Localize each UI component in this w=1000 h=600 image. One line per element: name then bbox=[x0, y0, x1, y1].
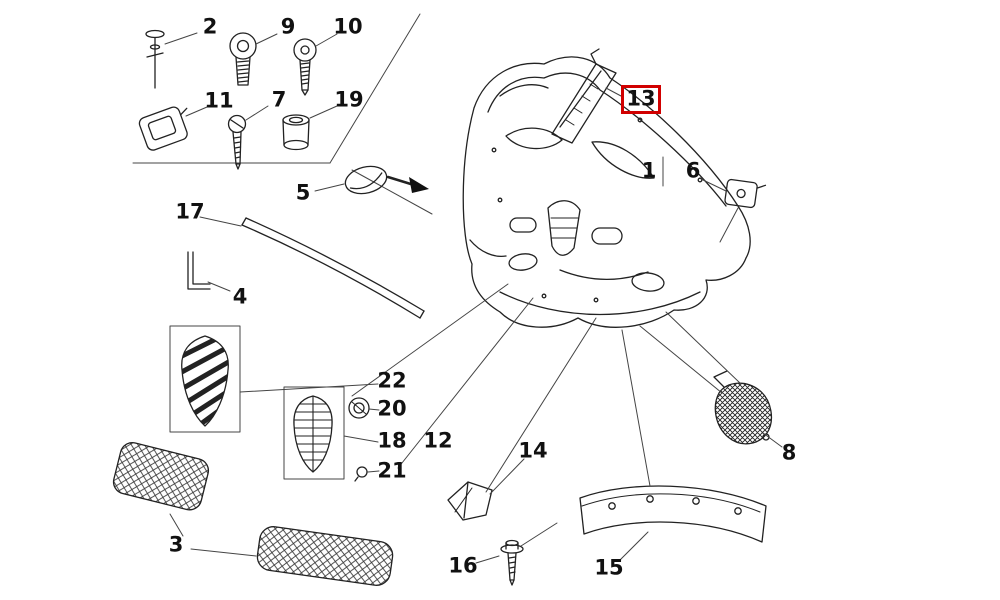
part-13-drawing bbox=[551, 48, 617, 144]
part-17-drawing bbox=[241, 217, 425, 319]
part-2-drawing bbox=[145, 29, 165, 89]
selected-part-highlight bbox=[621, 85, 661, 114]
part-label-13[interactable]: 13 bbox=[626, 86, 656, 111]
part-label-21[interactable]: 21 bbox=[377, 458, 407, 483]
part-label-16[interactable]: 16 bbox=[448, 553, 478, 578]
part-7-drawing bbox=[227, 114, 247, 170]
part-label-20[interactable]: 20 bbox=[377, 396, 407, 421]
part-14-drawing bbox=[447, 481, 493, 521]
part-4-drawing bbox=[187, 251, 211, 290]
part-label-14[interactable]: 14 bbox=[518, 438, 548, 463]
part-label-5[interactable]: 5 bbox=[295, 180, 311, 205]
part-label-11[interactable]: 11 bbox=[204, 88, 234, 113]
leader-lines bbox=[164, 32, 783, 564]
part-19-drawing bbox=[282, 114, 310, 151]
part-label-17[interactable]: 17 bbox=[175, 199, 205, 224]
part-10-drawing bbox=[293, 38, 317, 96]
direction-arrow bbox=[386, 175, 429, 193]
group-frame-lines bbox=[132, 13, 433, 480]
part-11-drawing bbox=[138, 106, 188, 151]
part-6-drawing bbox=[719, 178, 767, 243]
part-label-7[interactable]: 7 bbox=[271, 87, 287, 112]
part-label-6[interactable]: 6 bbox=[685, 158, 701, 183]
part-label-22[interactable]: 22 bbox=[377, 368, 407, 393]
part-20-drawing bbox=[348, 397, 370, 419]
part-15-drawing bbox=[579, 485, 767, 543]
part-label-3[interactable]: 3 bbox=[168, 532, 184, 557]
part-22-drawing bbox=[181, 335, 229, 427]
part-3-drawing bbox=[112, 442, 394, 586]
part-label-19[interactable]: 19 bbox=[334, 87, 364, 112]
part-label-15[interactable]: 15 bbox=[594, 555, 624, 580]
part-label-1[interactable]: 1 bbox=[641, 158, 657, 183]
part-label-12[interactable]: 12 bbox=[423, 428, 453, 453]
part-label-2[interactable]: 2 bbox=[202, 14, 218, 39]
part-label-10[interactable]: 10 bbox=[333, 14, 363, 39]
part-5-drawing bbox=[344, 165, 388, 195]
part-18-drawing bbox=[293, 395, 333, 473]
part-label-9[interactable]: 9 bbox=[280, 14, 296, 39]
part-label-4[interactable]: 4 bbox=[232, 284, 248, 309]
part-21-drawing bbox=[354, 466, 368, 482]
part-8-drawing bbox=[713, 370, 773, 445]
part-9-drawing bbox=[229, 32, 257, 86]
part-label-8[interactable]: 8 bbox=[781, 440, 797, 465]
part-16-drawing bbox=[500, 539, 524, 586]
part-label-18[interactable]: 18 bbox=[377, 428, 407, 453]
bumper-drawing bbox=[462, 56, 751, 328]
